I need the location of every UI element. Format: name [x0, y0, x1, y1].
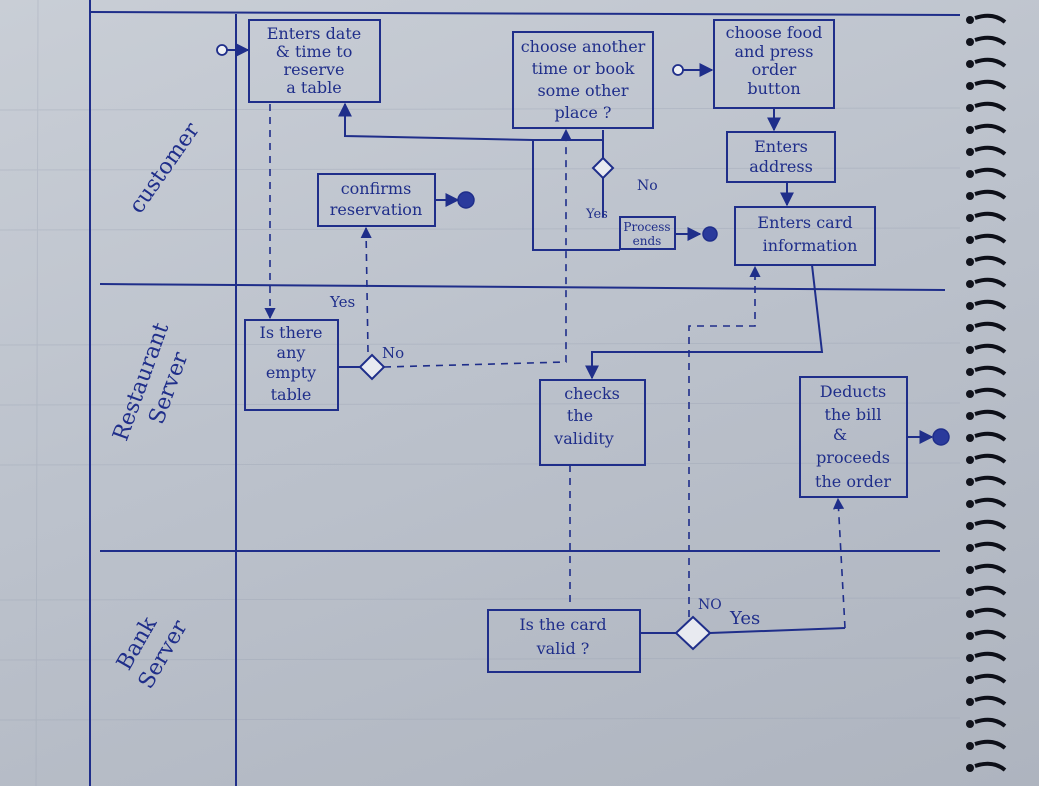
label-no-card: NO [698, 597, 722, 613]
svg-text:order: order [752, 60, 797, 79]
connectors [264, 102, 846, 634]
box-choose-another: choose another time or book some other p… [512, 31, 654, 129]
decision-another [591, 156, 615, 180]
svg-text:button: button [747, 79, 800, 98]
svg-text:information: information [763, 236, 858, 255]
svg-text:Enters date: Enters date [267, 24, 362, 43]
svg-text:Enters: Enters [754, 137, 808, 156]
svg-text:&: & [833, 425, 847, 444]
svg-text:Deducts: Deducts [820, 382, 886, 401]
decision-table [358, 353, 386, 381]
box-deducts-bill: Deducts the bill & proceeds the order [799, 376, 908, 498]
svg-text:a table: a table [286, 78, 341, 97]
svg-text:confirms: confirms [341, 179, 412, 198]
svg-text:validity: validity [553, 429, 614, 448]
svg-text:choose another: choose another [521, 37, 646, 56]
label-no-table: No [382, 344, 404, 362]
box-is-there-table: Is there any empty table [244, 319, 339, 411]
lane-label-bank-server: Bank Server [110, 602, 193, 694]
svg-text:time or book: time or book [532, 59, 635, 78]
svg-text:and press: and press [735, 42, 814, 61]
svg-text:table: table [271, 385, 312, 404]
box-enters-date: Enters date & time to reserve a table [248, 19, 381, 103]
decision-card [674, 615, 712, 651]
svg-text:reservation: reservation [330, 200, 423, 219]
start-node-food [672, 63, 714, 77]
svg-text:reserve: reserve [284, 60, 345, 79]
svg-text:the bill: the bill [825, 405, 882, 424]
svg-text:the: the [567, 406, 593, 425]
lane-label-restaurant-server: Restaurant Server [109, 313, 203, 454]
box-is-card-valid: Is the card valid ? [487, 609, 641, 673]
svg-text:checks: checks [564, 384, 620, 403]
box-choose-food: choose food and press order button [713, 19, 835, 109]
svg-text:the order: the order [815, 472, 891, 491]
box-checks-validity: checks the validity [539, 379, 646, 466]
end-node-process [675, 226, 718, 242]
label-yes-process: Yes [585, 207, 608, 222]
box-process-ends: Process ends [619, 216, 676, 250]
svg-text:Is the card: Is the card [519, 615, 606, 634]
end-node-reservation [435, 191, 475, 209]
svg-text:address: address [749, 157, 813, 176]
svg-text:empty: empty [266, 363, 316, 382]
label-yes-card: Yes [729, 608, 760, 629]
svg-text:proceeds: proceeds [816, 448, 890, 467]
svg-text:Enters card: Enters card [757, 213, 852, 232]
start-node [216, 43, 250, 57]
spiral-binding [974, 13, 1007, 772]
svg-text:Is there: Is there [260, 323, 323, 342]
box-enters-address: Enters address [726, 131, 836, 183]
label-yes-table: Yes [329, 293, 355, 311]
lane-grid [89, 0, 961, 786]
svg-text:Process: Process [623, 220, 670, 234]
svg-text:valid ?: valid ? [536, 639, 590, 658]
end-node-order [907, 428, 950, 446]
svg-text:& time to: & time to [276, 42, 353, 61]
box-confirms-reservation: confirms reservation [317, 173, 436, 227]
box-enters-card: Enters card information [734, 206, 876, 266]
lane-label-customer: customer [125, 118, 206, 218]
label-no-process: No [637, 178, 658, 194]
svg-text:ends: ends [633, 234, 662, 248]
svg-text:place ?: place ? [555, 103, 612, 122]
svg-text:some other: some other [537, 81, 628, 100]
svg-text:choose food: choose food [726, 23, 823, 42]
svg-text:any: any [277, 343, 306, 362]
